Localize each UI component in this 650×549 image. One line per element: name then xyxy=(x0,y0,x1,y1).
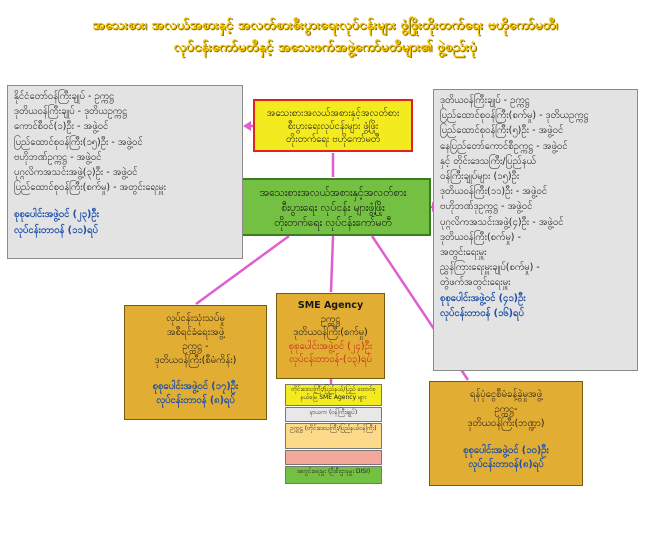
arrowhead-left-panel xyxy=(243,121,251,131)
member-line: ဒုတိယဝန်ကြီး(၁၁)ဦး - အဖွဲ့ဝင် xyxy=(440,186,547,198)
central-committee-line-3: တိုးတက်ရေး ဗဟိုကော်မတီ xyxy=(285,134,380,145)
fund-management-group-box: ရန်ပုံငွေစီမံခန့်ခွဲမှုအဖွဲ့ ဥက္ကဋ္ဌ- ဒု… xyxy=(429,381,583,486)
regional-sme-chair: ဥက္ကဋ္ဌ (တိုင်းဒေသကြီး/ပြည်နယ်ဝန်ကြီး) xyxy=(285,423,382,449)
member-total: စုစုပေါင်းအဖွဲ့ဝင် (၂၃)ဦး xyxy=(14,209,100,221)
member-line: ညွှန်ကြားရေးမှူးချုပ်(စက်မှု) - xyxy=(440,262,540,274)
review-group-line-2: အစီရင်ခံရေးအဖွဲ့ xyxy=(166,327,225,338)
member-line: ပုဂ္ဂလိကအသင်းအဖွဲ့(၃)ဦး - အဖွဲ့ဝင် xyxy=(14,167,138,179)
duty-count: လုပ်ငန်းတာဝန် (၁၆)ရပ် xyxy=(440,307,524,319)
member-total: စုစုပေါင်းအဖွဲ့ဝင် (၁၇)ဦး xyxy=(152,381,239,392)
member-line: ပြည်ထောင်စုဝန်ကြီး(၅)ဦး - အဖွဲ့ဝင် xyxy=(440,125,564,137)
duty-count: လုပ်ငန်းတာဝန်(၈)ရပ် xyxy=(468,459,544,470)
central-committee-members-panel: နိုင်ငံတော်ဝန်ကြီးချုပ် - ဥက္ကဋ္ဌ ဒုတိယဝ… xyxy=(7,85,243,259)
sme-agency-title: SME Agency xyxy=(297,300,364,311)
member-line: နှင့် တိုင်းဒေသကြီး/ပြည်နယ် xyxy=(440,155,536,167)
working-committee-line-1: အသေးစားအလယ်အစားနှင့်အလတ်စား xyxy=(259,187,407,199)
sme-agency-box: SME Agency ဥက္ကဋ္ဌ ဒုတိယဝန်ကြီး(စက်မှု) … xyxy=(276,293,385,379)
working-committee-box: အသေးစားအလယ်အစားနှင့်အလတ်စား စီးပွားရေး လ… xyxy=(235,178,431,236)
member-line: ဝန်ကြီးချုပ်များ (၁၅)ဦး xyxy=(440,171,520,183)
member-line: ဒုတိယဝန်ကြီးချုပ် - ဒုတိယဥက္ကဋ္ဌ xyxy=(14,106,128,118)
member-total: စုစုပေါင်းအဖွဲ့ဝင် (၂၄)ဦး xyxy=(288,340,373,352)
diagram-title: အသေးစား၊ အလယ်အစားနှင့် အလတ်စားစီးပွားရေး… xyxy=(0,14,650,58)
regional-sme-agency-header: တိုင်းဒေသကြီး/ပြည်နယ်/ပြည် ထောင်စုနယ်မြေ… xyxy=(285,384,382,406)
regional-sme-secretary: အတွင်းရေးမှူး (ဦးစီးဌာနမှူး DISI) xyxy=(285,466,382,484)
member-line: ပြည်ထောင်စုဝန်ကြီး(စက်မှု) - အတွင်းရေးမှ… xyxy=(14,182,167,194)
member-line: အတွင်းရေးမှူး xyxy=(440,247,487,259)
central-committee-line-2: စီးပွားရေးလုပ်ငန်းများ ဖွံ့ဖြိုး xyxy=(287,121,379,132)
regional-sme-blank-row xyxy=(285,450,382,465)
member-line: ကောင်စီဝင်(၁)ဦး - အဖွဲ့ဝင် xyxy=(14,121,109,133)
member-line: ဗဟိုဘဏ်ဥက္ကဋ္ဌ - အဖွဲ့ဝင် xyxy=(14,151,102,163)
fund-group-chair: ဒုတိယဝန်ကြီး(ဘဏ္ဍာ) xyxy=(467,418,545,429)
central-committee-box: အသေးစားအလယ်အစားနှင့်အလတ်စား စီးပွားရေးလု… xyxy=(253,99,413,152)
member-line: ဒုတိယဝန်ကြီးချုပ် - ဥက္ကဋ္ဌ xyxy=(440,95,530,106)
member-line: ပြည်ထောင်စုဝန်ကြီး(စက်မှု) - ဒုတိယဥက္ကဋ္… xyxy=(440,110,589,122)
duty-count: လုပ်ငန်းတာဝန် (၈)ရပ် xyxy=(156,395,235,406)
duty-count: လုပ်ငန်းတာဝန် (၁၁)ရပ် xyxy=(14,224,98,236)
central-committee-line-1: အသေးစားအလယ်အစားနှင့်အလတ်စား xyxy=(266,108,400,119)
review-group-line-1: လုပ်ငန်းသုံးသပ်မှု xyxy=(166,313,225,324)
member-total: စုစုပေါင်းအဖွဲ့ဝင် (၁၀)ဦး xyxy=(463,444,549,456)
working-members-list: ဒုတိယဝန်ကြီးချုပ် - ဥက္ကဋ္ဌ ပြည်ထောင်စုဝ… xyxy=(440,93,631,291)
member-line: ပြည်ထောင်စုဝန်ကြီး(၁၅)ဦး - အဖွဲ့ဝင် xyxy=(14,136,143,148)
regional-sme-patron: နာယက (ဝန်ကြီးချုပ်) xyxy=(285,407,382,422)
member-line: တွဲဖက်အတွင်းရေးမှူး xyxy=(440,277,511,289)
working-committee-line-2: စီးပွားရေး လုပ်ငန်း များဖွံ့ဖြိုး xyxy=(281,202,385,214)
member-line: နိုင်ငံတော်ဝန်ကြီးချုပ် - ဥက္ကဋ္ဌ xyxy=(14,91,115,102)
review-group-chair-label: ဥက္ကဋ္ဌ - xyxy=(182,341,209,352)
sme-agency-chair-label: ဥက္ကဋ္ဌ xyxy=(320,313,341,325)
title-line-2: လုပ်ငန်းကော်မတီနှင့် အသေးဖက်အဖွဲ့ကော်မတီ… xyxy=(173,39,477,55)
working-committee-line-3: တိုးတက်ရေး လုပ်ငန်းကော်မတီ xyxy=(274,217,392,229)
member-total: စုစုပေါင်းအဖွဲ့ဝင် (၄၁)ဦး xyxy=(440,292,526,304)
member-line: ပုဂ္ဂလိကအသင်းအဖွဲ့(၄)ဦး - အဖွဲ့ဝင် xyxy=(440,216,564,228)
sme-agency-chair: ဒုတိယဝန်ကြီး(စက်မှု) xyxy=(293,327,368,338)
review-reporting-group-box: လုပ်ငန်းသုံးသပ်မှု အစီရင်ခံရေးအဖွဲ့ ဥက္က… xyxy=(124,305,267,420)
member-line: ဗဟိုဘဏ်ဒုဥက္ကဋ္ဌ - အဖွဲ့ဝင် xyxy=(440,201,533,213)
member-line: ဒုတိယဝန်ကြီး(စက်မှု) - xyxy=(440,231,521,243)
connector-working-to-sme xyxy=(329,235,335,293)
fund-group-line-1: ရန်ပုံငွေစီမံခန့်ခွဲမှုအဖွဲ့ xyxy=(469,389,543,400)
member-line: နေပြည်တော်ကောင်စီဥက္ကဋ္ဌ - အဖွဲ့ဝင် xyxy=(440,140,568,152)
central-members-list: နိုင်ငံတော်ဝန်ကြီးချုပ် - ဥက္ကဋ္ဌ ဒုတိယဝ… xyxy=(14,89,236,195)
duty-count: လုပ်ငန်းတာဝန်-(၁၃)ရပ် xyxy=(289,354,372,365)
working-committee-members-panel: ဒုတိယဝန်ကြီးချုပ် - ဥက္ကဋ္ဌ ပြည်ထောင်စုဝ… xyxy=(433,89,638,371)
title-line-1: အသေးစား၊ အလယ်အစားနှင့် အလတ်စားစီးပွားရေး… xyxy=(92,17,558,33)
fund-group-chair-label: ဥက္ကဋ္ဌ- xyxy=(494,403,518,415)
connector-working-to-sub-left xyxy=(195,234,290,306)
review-group-chair: ဒုတိယဝန်ကြီး(စီမံကိန်း) xyxy=(154,355,237,366)
